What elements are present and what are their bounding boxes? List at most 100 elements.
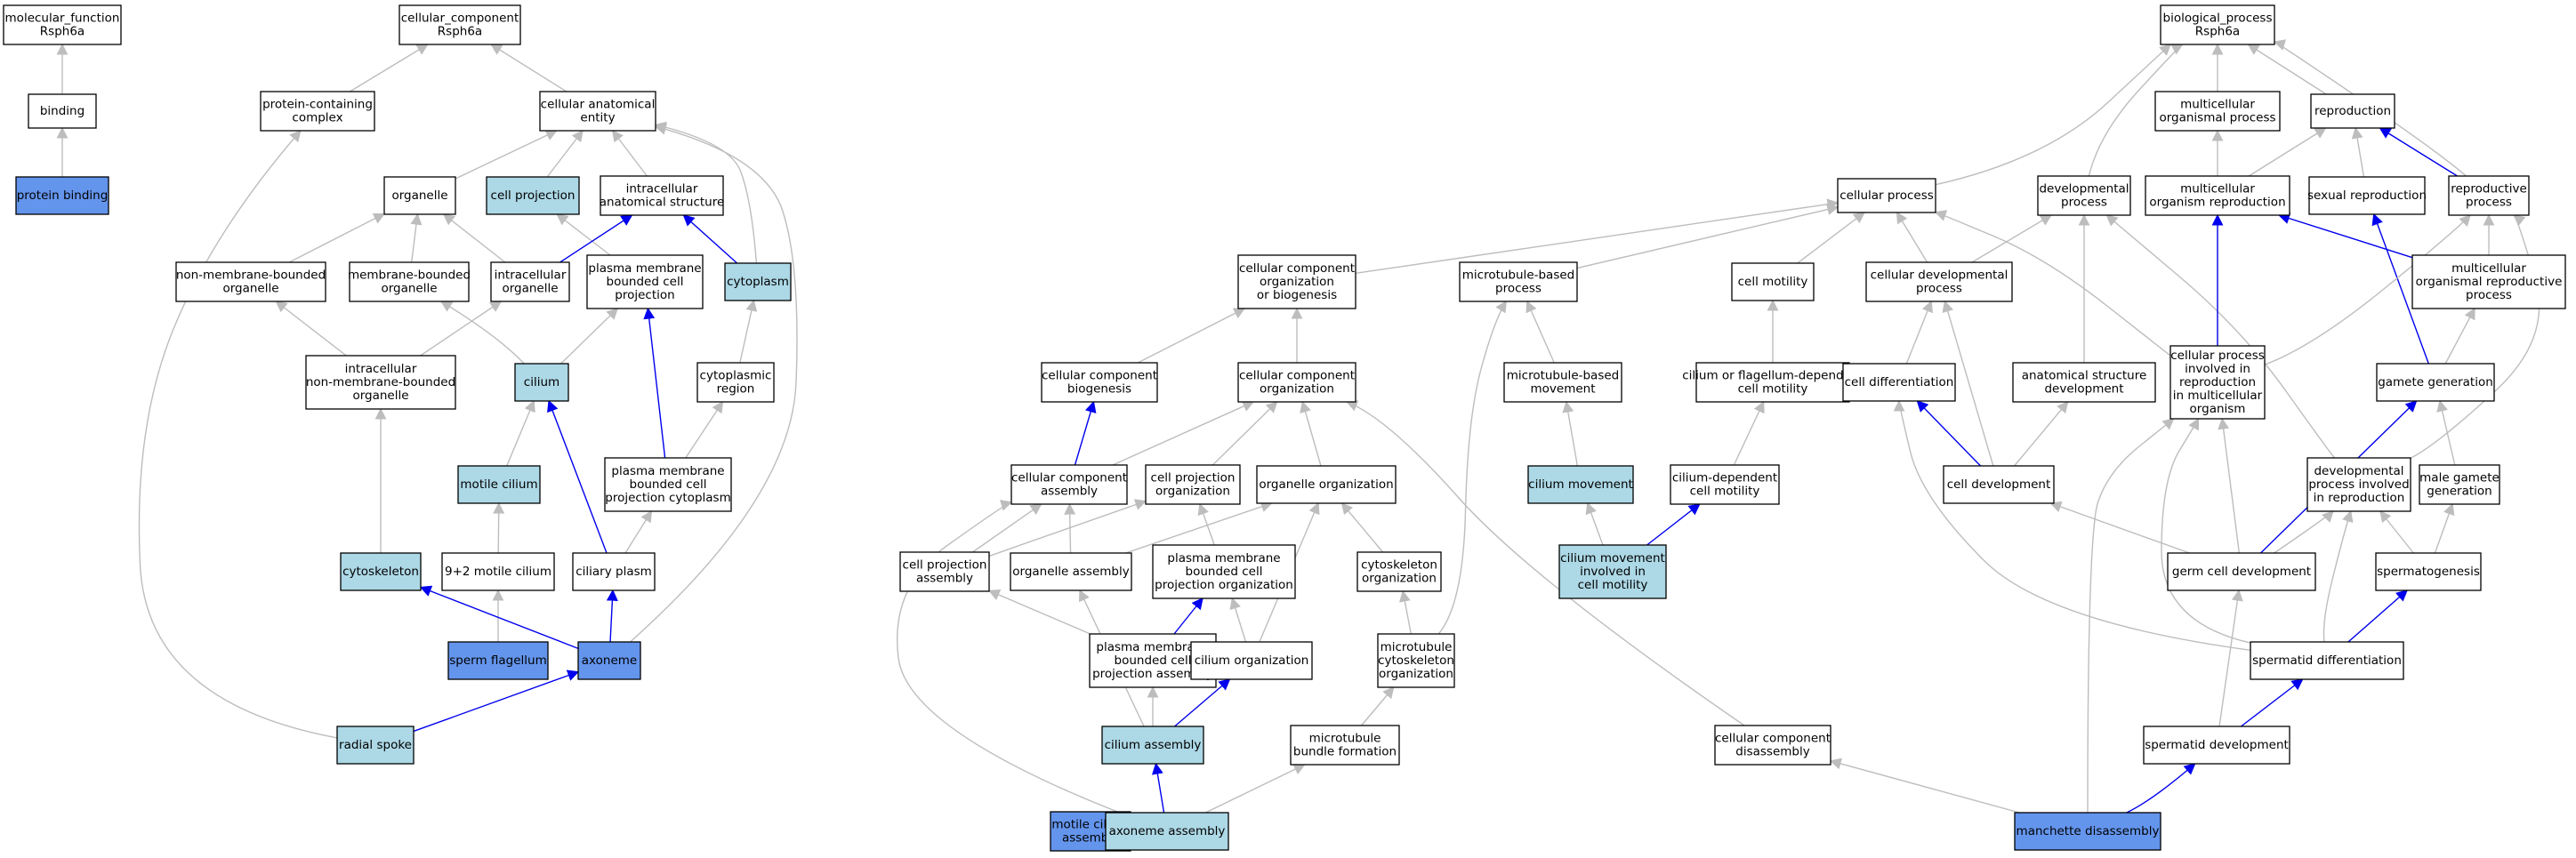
node-spermdev[interactable]: spermatid development [2143, 726, 2290, 765]
node-box [2376, 363, 2495, 402]
node-box [600, 175, 724, 216]
node-inmbo[interactable]: intracellularnon-membrane-boundedorganel… [305, 355, 456, 410]
edge-inmbo-to-intorg [420, 301, 503, 357]
node-sexrep[interactable]: sexual reproduction [2307, 176, 2427, 215]
node-cilasm[interactable]: cilium assembly [1101, 726, 1204, 765]
node-box [2375, 552, 2482, 591]
node-label-line: cell motility [1738, 382, 1808, 397]
node-protbind[interactable]: protein binding [15, 176, 109, 215]
node-label-line: development [2044, 382, 2123, 397]
node-label-line: generation [2427, 485, 2491, 499]
node-motcil[interactable]: motile cilium [457, 465, 541, 504]
node-axasm[interactable]: axoneme assembly [1105, 812, 1229, 851]
node-spermgen[interactable]: spermatogenesis [2375, 552, 2482, 591]
node-label-line: cell differentiation [1845, 375, 1954, 389]
node-orgorg[interactable]: organelle organization [1256, 465, 1397, 504]
node-organelle[interactable]: organelle [383, 176, 456, 215]
node-radspoke[interactable]: radial spoke [336, 726, 415, 765]
edge-gcd-to-dpir [2274, 510, 2334, 554]
node-cellproc[interactable]: cellular process [1837, 178, 1936, 213]
node-label-line: cell development [1947, 477, 2051, 492]
node-gcd[interactable]: germ cell development [2167, 552, 2316, 591]
node-nine2[interactable]: 9+2 motile cilium [441, 552, 555, 591]
node-mandis[interactable]: manchette disassembly [2014, 812, 2161, 851]
node-repro[interactable]: reproduction [2310, 93, 2395, 129]
node-spermfl[interactable]: sperm flagellum [447, 641, 549, 680]
edge-spermdiff-to-celldiff [1893, 399, 2251, 651]
node-box [724, 262, 792, 301]
node-cilorg[interactable]: cilium organization [1190, 641, 1313, 680]
node-cellmot[interactable]: cell motility [1731, 262, 1815, 301]
node-cytoplasm[interactable]: cytoplasm [724, 262, 792, 301]
node-label-line: cellular process [2170, 349, 2265, 363]
node-celldev[interactable]: cell development [1943, 465, 2055, 504]
edge-axasm-to-cilasm [1151, 762, 1165, 814]
edge-spermdiff-to-cpimro [2161, 417, 2251, 644]
node-label-line: bounded cell [1115, 654, 1192, 668]
node-spermdiff[interactable]: spermatid differentiation [2250, 641, 2404, 680]
node-binding[interactable]: binding [28, 93, 97, 129]
node-label-line: projection assembly [1092, 667, 1213, 681]
node-label-line: bounded cell [607, 275, 684, 289]
node-cilplasm[interactable]: ciliary plasm [572, 552, 656, 591]
node-box [2037, 175, 2131, 216]
edge-nine2-to-motcil [493, 501, 505, 554]
edge-mtbm-to-mtbp [1525, 300, 1555, 364]
edge-celldiff-to-celldevproc [1905, 300, 1933, 365]
node-cilmov[interactable]: cilium movement [1527, 465, 1634, 504]
node-cytoskel[interactable]: cytoskeleton [340, 552, 422, 591]
node-label-line: organism reproduction [2149, 196, 2285, 210]
node-celldiff[interactable]: cell differentiation [1842, 363, 1956, 402]
edge-pmbcp-to-cellproj [556, 213, 611, 256]
node-axoneme[interactable]: axoneme [577, 641, 641, 680]
edge-spermdiff-to-dpir [2322, 509, 2354, 643]
node-gamgen[interactable]: gamete generation [2376, 363, 2495, 402]
node-orgasm[interactable]: organelle assembly [1010, 552, 1132, 591]
edge-cdcm-to-cofdcm [1733, 400, 1765, 466]
node-label-line: cilium movement [1528, 477, 1633, 492]
node-box [1527, 465, 1634, 504]
node-cellproj[interactable]: cell projection [486, 176, 580, 215]
edge-gcd-to-celldev [2049, 501, 2190, 554]
node-cilium[interactable]: cilium [514, 363, 569, 402]
node-box [1865, 261, 2013, 302]
